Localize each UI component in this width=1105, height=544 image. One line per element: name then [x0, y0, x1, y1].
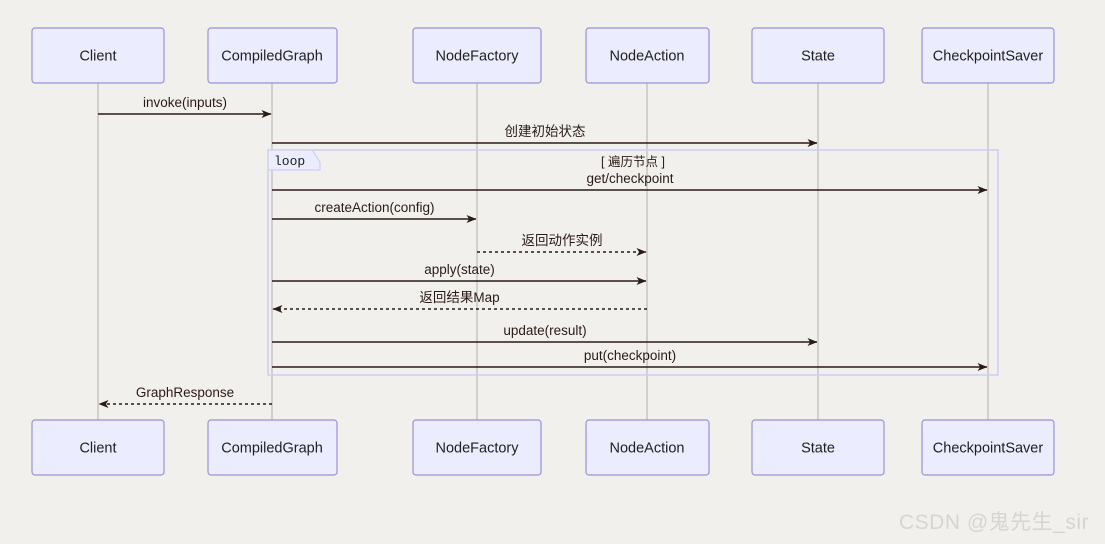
message-m10: GraphResponse — [98, 385, 272, 408]
message-m4: createAction(config) — [272, 200, 477, 223]
loop-fragment-layer: loop [ 遍历节点 ] — [267, 149, 999, 376]
message-label: 创建初始状态 — [505, 123, 586, 139]
messages-layer: invoke(inputs) 创建初始状态 get/checkpoint create… — [98, 95, 988, 408]
participant-box[interactable] — [751, 419, 885, 476]
participant-label: CheckpointSaver — [933, 440, 1044, 456]
participant-box[interactable] — [921, 27, 1055, 84]
loop-keyword-label: loop — [274, 154, 305, 169]
message-m7: 返回结果Map — [272, 290, 647, 313]
participant-label: CompiledGraph — [221, 440, 323, 456]
participant-box[interactable] — [31, 419, 165, 476]
participant-box[interactable] — [412, 419, 542, 476]
participant-checkpointsaver-bottom[interactable]: CheckpointSaver — [921, 419, 1055, 476]
participant-box[interactable] — [585, 27, 710, 84]
message-label: put(checkpoint) — [584, 348, 676, 363]
message-label: apply(state) — [424, 262, 495, 277]
participant-nodeaction-bottom[interactable]: NodeAction — [585, 419, 710, 476]
message-m3: get/checkpoint — [272, 171, 988, 194]
participant-label: NodeAction — [610, 48, 685, 64]
participant-box[interactable] — [207, 419, 338, 476]
loop-fragment-tab — [267, 149, 321, 171]
participants-bottom-layer: Client CompiledGraph NodeFactory NodeAction… — [31, 419, 1055, 476]
participant-label: NodeFactory — [435, 440, 519, 456]
participant-compiledgraph-top[interactable]: CompiledGraph — [207, 27, 338, 84]
participant-label: State — [801, 48, 835, 64]
csdn-watermark: CSDN @鬼先生_sir — [899, 511, 1089, 534]
participant-box[interactable] — [751, 27, 885, 84]
participant-client-top[interactable]: Client — [31, 27, 165, 84]
participant-client-bottom[interactable]: Client — [31, 419, 165, 476]
participants-top-layer: Client CompiledGraph NodeFactory NodeAction… — [31, 27, 1055, 84]
participant-label: CheckpointSaver — [933, 48, 1044, 64]
message-m6: apply(state) — [272, 262, 647, 285]
participant-box[interactable] — [412, 27, 542, 84]
message-m8: update(result) — [272, 323, 818, 346]
participant-nodeaction-top[interactable]: NodeAction — [585, 27, 710, 84]
loop-fragment-frame — [267, 149, 999, 376]
message-m1: invoke(inputs) — [98, 95, 272, 118]
loop-condition-label: [ 遍历节点 ] — [601, 155, 665, 169]
message-label: 返回动作实例 — [522, 233, 603, 248]
participant-state-top[interactable]: State — [751, 27, 885, 84]
message-m2: 创建初始状态 — [272, 123, 818, 147]
participant-label: NodeFactory — [435, 48, 519, 64]
participant-compiledgraph-bottom[interactable]: CompiledGraph — [207, 419, 338, 476]
participant-nodefactory-bottom[interactable]: NodeFactory — [412, 419, 542, 476]
message-label: 返回结果Map — [419, 290, 499, 305]
participant-box[interactable] — [921, 419, 1055, 476]
participant-box[interactable] — [585, 419, 710, 476]
message-label: GraphResponse — [136, 385, 234, 400]
participant-label: NodeAction — [610, 440, 685, 456]
participant-label: Client — [79, 48, 116, 64]
message-label: createAction(config) — [314, 200, 434, 215]
message-m9: put(checkpoint) — [272, 348, 988, 371]
participant-box[interactable] — [31, 27, 165, 84]
message-label: update(result) — [503, 323, 586, 338]
message-label: invoke(inputs) — [143, 95, 227, 110]
message-label: get/checkpoint — [586, 171, 673, 186]
participant-state-bottom[interactable]: State — [751, 419, 885, 476]
participant-label: State — [801, 440, 835, 456]
message-m5: 返回动作实例 — [477, 233, 647, 256]
participant-label: CompiledGraph — [221, 48, 323, 64]
participant-label: Client — [79, 440, 116, 456]
participant-box[interactable] — [207, 27, 338, 84]
participant-nodefactory-top[interactable]: NodeFactory — [412, 27, 542, 84]
participant-checkpointsaver-top[interactable]: CheckpointSaver — [921, 27, 1055, 84]
